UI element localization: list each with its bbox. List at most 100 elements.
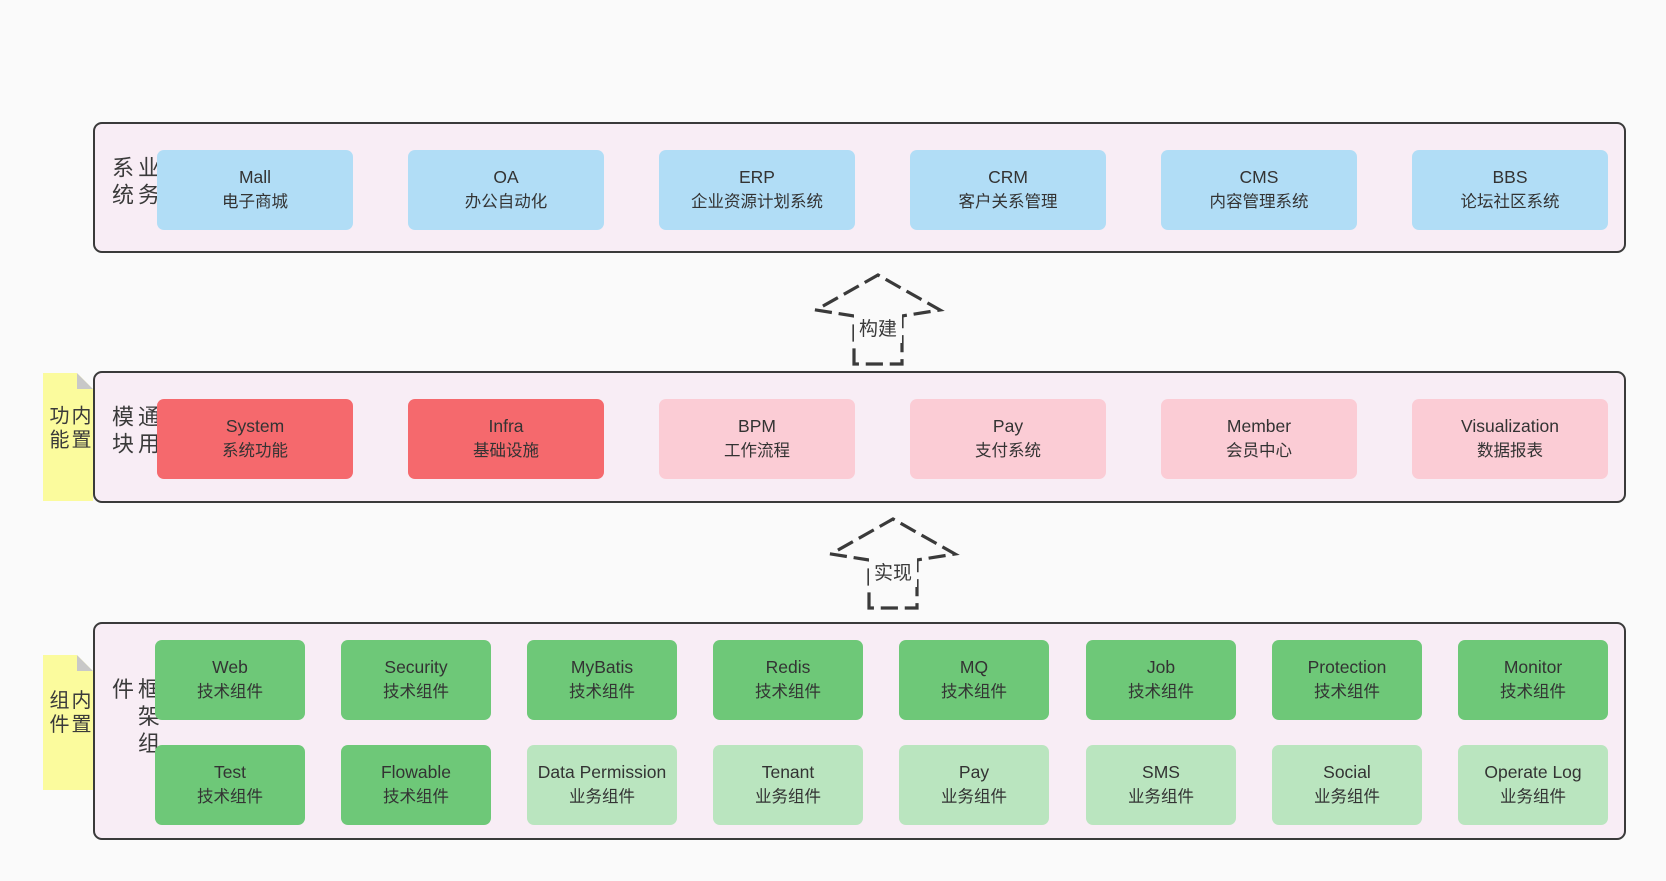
note-fold-corner [77,655,93,671]
note-text: 内置功能 [46,405,90,453]
box-subtitle: 技术组件 [1128,683,1194,701]
box-flowable: Flowable 技术组件 [341,745,491,825]
box-mall: Mall 电子商城 [157,150,353,230]
box-bbs: BBS 论坛社区系统 [1412,150,1608,230]
box-web: Web 技术组件 [155,640,305,720]
note-fold-corner [77,373,93,389]
box-subtitle: 业务组件 [755,788,821,806]
box-title: Web [212,657,248,677]
arrow-label: 构建 [853,312,903,343]
panel-label: 通用模块 [109,405,160,459]
box-title: Infra [488,416,524,436]
box-title: Operate Log [1484,762,1582,782]
box-title: OA [493,167,519,187]
box-title: SMS [1142,762,1180,782]
box-crm: CRM 客户关系管理 [910,150,1106,230]
box-title: BBS [1492,167,1528,187]
panel-framework-components: 框架组件 Web 技术组件 Security 技术组件 MyBatis 技术组件… [93,622,1626,840]
box-subtitle: 技术组件 [941,683,1007,701]
box-subtitle: 客户关系管理 [958,193,1058,211]
box-sms: SMS 业务组件 [1086,745,1236,825]
box-title: BPM [738,416,776,436]
box-title: Data Permission [537,762,667,782]
box-subtitle: 企业资源计划系统 [691,193,823,211]
box-subtitle: 业务组件 [1128,788,1194,806]
box-subtitle: 支付系统 [975,442,1041,460]
box-tenant: Tenant 业务组件 [713,745,863,825]
box-visualization: Visualization 数据报表 [1412,399,1608,479]
box-data-permission: Data Permission 业务组件 [527,745,677,825]
box-redis: Redis 技术组件 [713,640,863,720]
box-title: Redis [765,657,811,677]
box-subtitle: 技术组件 [1314,683,1380,701]
box-title: Tenant [761,762,815,782]
box-test: Test 技术组件 [155,745,305,825]
box-pay-component: Pay 业务组件 [899,745,1049,825]
box-subtitle: 业务组件 [1314,788,1380,806]
box-title: ERP [739,167,775,187]
box-subtitle: 业务组件 [1500,788,1566,806]
box-system: System 系统功能 [157,399,353,479]
box-title: Social [1323,762,1371,782]
box-title: Pay [958,762,990,782]
box-subtitle: 业务组件 [941,788,1007,806]
box-bpm: BPM 工作流程 [659,399,855,479]
box-subtitle: 会员中心 [1226,442,1292,460]
box-title: Visualization [1461,416,1559,436]
box-title: Member [1226,416,1292,436]
note-built-in-components: 内置组件 [43,655,93,790]
box-subtitle: 数据报表 [1477,442,1543,460]
box-title: Job [1146,657,1176,677]
arrow-build: 构建 [810,270,946,366]
panel-business-systems: 业务系统 Mall 电子商城 OA 办公自动化 ERP 企业资源计划系统 CRM… [93,122,1626,253]
box-title: Monitor [1503,657,1563,677]
box-title: Protection [1307,657,1387,677]
note-text: 内置组件 [46,688,90,737]
box-subtitle: 技术组件 [569,683,635,701]
box-social: Social 业务组件 [1272,745,1422,825]
box-monitor: Monitor 技术组件 [1458,640,1608,720]
box-title: System [225,416,285,436]
box-subtitle: 技术组件 [197,683,263,701]
box-subtitle: 业务组件 [569,788,635,806]
box-title: Pay [992,416,1024,436]
box-subtitle: 论坛社区系统 [1460,193,1560,211]
box-subtitle: 技术组件 [1500,683,1566,701]
box-security: Security 技术组件 [341,640,491,720]
box-protection: Protection 技术组件 [1272,640,1422,720]
box-mybatis: MyBatis 技术组件 [527,640,677,720]
box-member: Member 会员中心 [1161,399,1357,479]
arrow-implement: 实现 [825,514,961,610]
box-title: Test [213,762,247,782]
box-job: Job 技术组件 [1086,640,1236,720]
box-cms: CMS 内容管理系统 [1161,150,1357,230]
box-subtitle: 办公自动化 [464,193,548,211]
panel-common-modules: 通用模块 System 系统功能 Infra 基础设施 BPM 工作流程 Pay… [93,371,1626,503]
box-title: MQ [959,657,989,677]
note-built-in-features: 内置功能 [43,373,93,501]
box-oa: OA 办公自动化 [408,150,604,230]
dashed-up-arrow-icon [826,517,960,610]
box-title: Security [384,657,448,677]
box-erp: ERP 企业资源计划系统 [659,150,855,230]
arrow-label: 实现 [868,556,918,587]
panel-label: 业务系统 [109,155,160,210]
box-subtitle: 电子商城 [222,193,288,211]
box-title: Mall [238,167,272,187]
box-mq: MQ 技术组件 [899,640,1049,720]
box-title: Flowable [380,762,452,782]
dashed-up-arrow-icon [811,273,945,366]
box-pay-system: Pay 支付系统 [910,399,1106,479]
box-subtitle: 基础设施 [473,442,539,460]
box-operate-log: Operate Log 业务组件 [1458,745,1608,825]
box-subtitle: 系统功能 [222,442,288,460]
box-subtitle: 内容管理系统 [1209,193,1309,211]
box-title: CMS [1239,167,1279,187]
box-subtitle: 技术组件 [383,788,449,806]
panel-label: 框架组件 [109,677,160,759]
box-infra: Infra 基础设施 [408,399,604,479]
box-subtitle: 技术组件 [755,683,821,701]
box-subtitle: 工作流程 [724,442,790,460]
box-subtitle: 技术组件 [383,683,449,701]
